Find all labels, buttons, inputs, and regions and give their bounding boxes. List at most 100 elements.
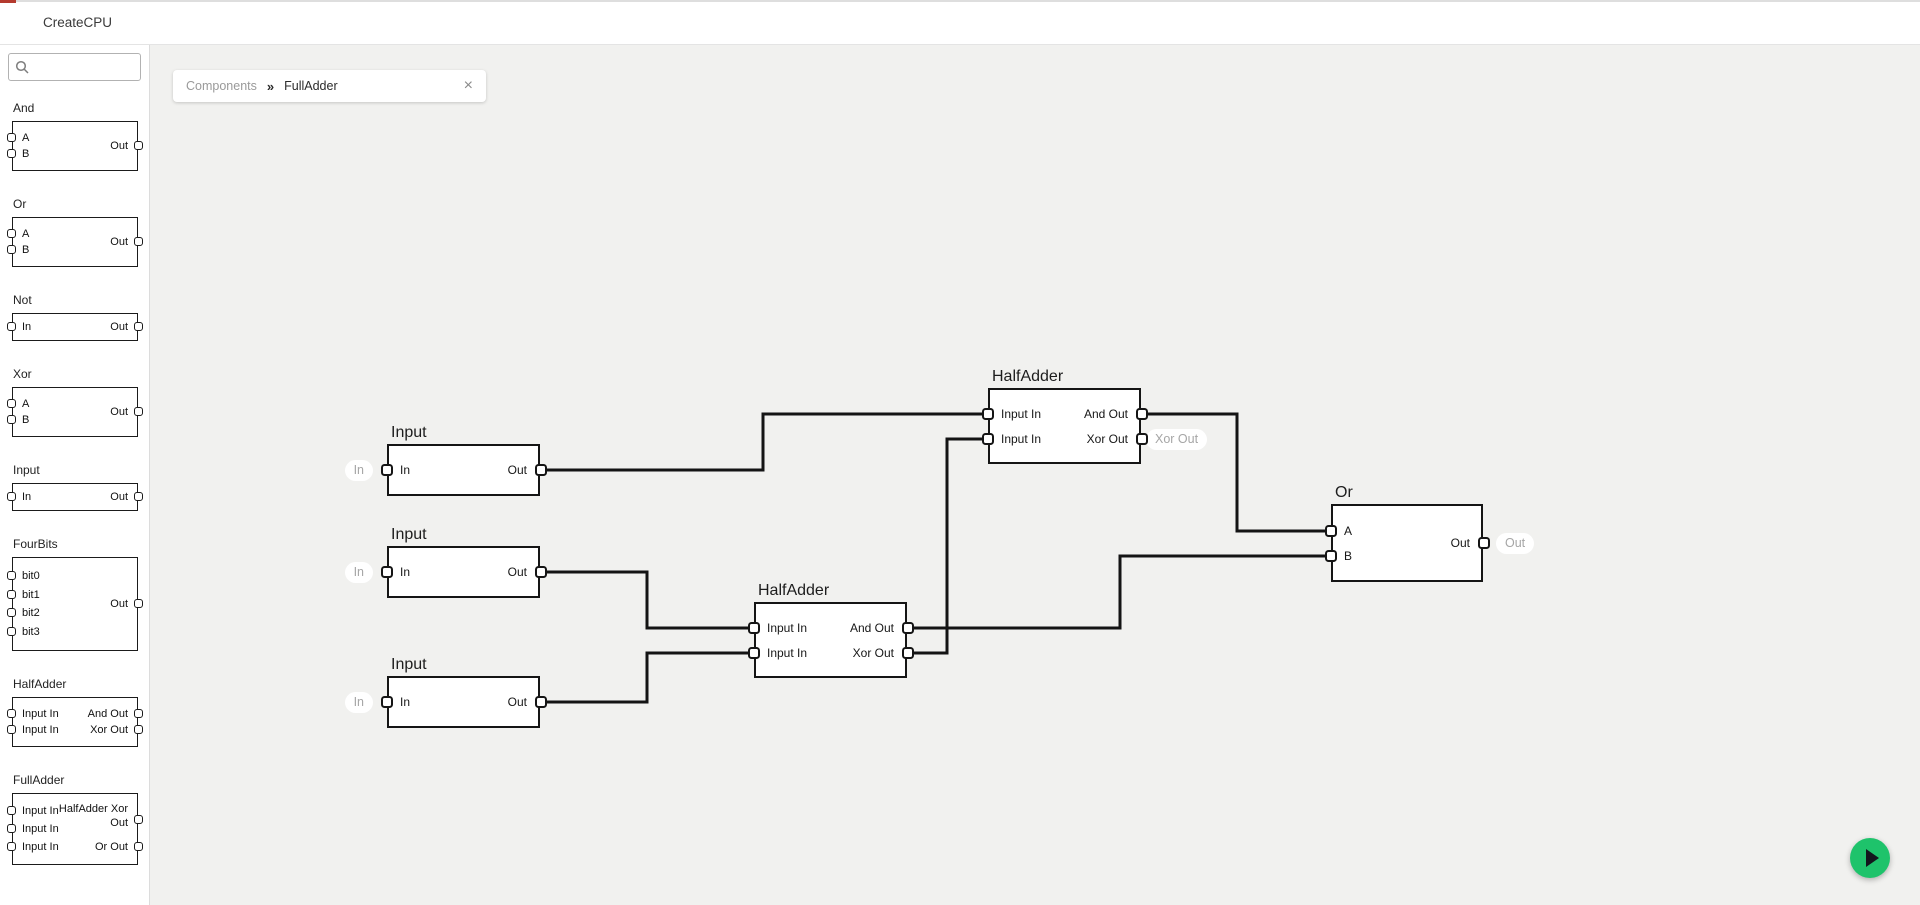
node-halfadder-bottom-port-input-in[interactable]: [747, 646, 760, 659]
node-input-3-port-out[interactable]: [534, 695, 547, 708]
top-left-artifact: [0, 0, 16, 3]
port-label: Input In: [22, 724, 59, 737]
node-halfadder-top-port-xor-out[interactable]: [1135, 432, 1148, 445]
node-input-3-port-in[interactable]: [380, 695, 393, 708]
wire-1[interactable]: [540, 412, 988, 472]
node-or-1-port-a[interactable]: [1324, 524, 1337, 537]
port-a: [7, 132, 16, 142]
port-label: bit0: [22, 569, 40, 582]
palette-item-label: Xor: [13, 367, 32, 381]
port-label: B: [22, 414, 30, 427]
node-or-1-port-out[interactable]: [1477, 536, 1490, 549]
port-or-out: [134, 842, 143, 851]
port-a: [7, 228, 16, 238]
node-halfadder-bottom-port-input-in[interactable]: [747, 621, 760, 634]
app-title: CreateCPU: [43, 15, 113, 30]
tab-close-icon[interactable]: ×: [463, 77, 473, 94]
wire-4[interactable]: [540, 651, 754, 704]
port-label: A: [22, 397, 30, 410]
wire-3[interactable]: [540, 570, 754, 630]
node-halfadder-top-port-input-in[interactable]: [981, 407, 994, 420]
port-label: B: [1344, 548, 1353, 563]
port-input-in: [7, 725, 16, 735]
search-input[interactable]: [8, 53, 141, 81]
port-out: [134, 322, 143, 331]
search-icon: [15, 60, 29, 74]
port-label: Out: [110, 491, 128, 503]
tab-fulladder[interactable]: Components » FullAdder ×: [173, 70, 486, 102]
port-label: Out: [110, 406, 128, 418]
node-title: Or: [1335, 484, 1353, 501]
node-halfadder-bottom-port-and-out[interactable]: [901, 621, 914, 634]
port-input-in: [7, 824, 16, 833]
io-tag-in: In: [344, 459, 373, 481]
node-input-1-port-out[interactable]: [534, 463, 547, 476]
port-bit2: [7, 608, 16, 618]
wire-5[interactable]: [907, 554, 1331, 630]
port-halfadder-xor-out: [134, 815, 143, 824]
port-label: In: [22, 491, 32, 503]
node-input-1-port-in[interactable]: [380, 463, 393, 476]
component-search: [8, 53, 141, 81]
wire-6[interactable]: [1141, 412, 1331, 533]
port-label: A: [22, 227, 30, 240]
node-title: HalfAdder: [992, 368, 1064, 385]
port-bit1: [7, 589, 16, 599]
node-halfadder-top-port-and-out[interactable]: [1135, 407, 1148, 420]
palette-item-box[interactable]: In Out: [7, 483, 143, 511]
port-label: bit3: [22, 626, 40, 639]
node-input-2-port-out[interactable]: [534, 565, 547, 578]
breadcrumb-components[interactable]: Components: [186, 79, 257, 93]
port-label: A: [22, 131, 30, 144]
node-halfadder-top-port-input-in[interactable]: [981, 432, 994, 445]
palette-item-label: Input: [13, 463, 40, 477]
wire-2[interactable]: [907, 437, 988, 655]
node-title: Input: [391, 526, 427, 543]
port-bit0: [7, 570, 16, 580]
palette-item-label: HalfAdder: [13, 677, 67, 691]
port-label: bit2: [22, 607, 40, 620]
io-tag-out: Out: [1496, 532, 1535, 554]
port-input-in: [7, 842, 16, 851]
port-label: Out: [1450, 535, 1470, 550]
io-tag-xor-out: Xor Out: [1146, 428, 1208, 450]
palette-item-label: FourBits: [13, 537, 58, 551]
node-title: Input: [391, 424, 427, 441]
node-halfadder-bottom-port-xor-out[interactable]: [901, 646, 914, 659]
port-label: In: [400, 694, 411, 709]
port-label: In: [400, 462, 411, 477]
palette-item-label: Or: [13, 197, 27, 211]
port-label: In: [400, 564, 411, 579]
port-label: Xor Out: [1086, 431, 1128, 446]
run-simulation-button[interactable]: [1850, 838, 1890, 878]
port-out: [134, 407, 143, 416]
node-input-2-port-in[interactable]: [380, 565, 393, 578]
node-or-1-port-b[interactable]: [1324, 549, 1337, 562]
port-label: Input In: [767, 620, 808, 635]
port-in: [7, 322, 16, 331]
